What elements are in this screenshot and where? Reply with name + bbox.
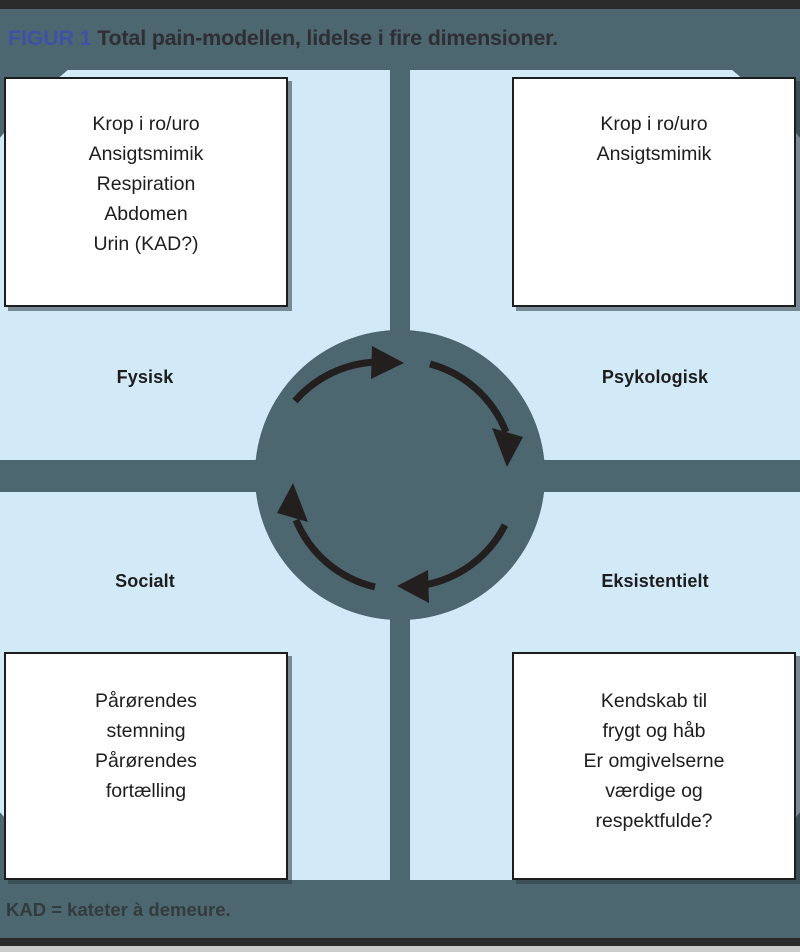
content-box-fysisk: Krop i ro/uro Ansigtsmimik Respiration A… xyxy=(4,77,288,307)
cycle-arrows xyxy=(292,358,510,591)
content-line: stemning xyxy=(106,720,186,742)
figure-number-label: FIGUR 1 xyxy=(8,26,92,50)
content-line: Abdomen xyxy=(104,203,188,225)
content-line: Urin (KAD?) xyxy=(93,233,199,255)
quadrant-label-fysisk: Fysisk xyxy=(116,367,174,387)
cycle-arrowhead-left xyxy=(277,483,308,522)
content-line: Krop i ro/uro xyxy=(600,113,708,135)
content-line: respektfulde? xyxy=(595,810,713,832)
content-line: Ansigtsmimik xyxy=(88,143,204,165)
quadrant-label-socialt: Socialt xyxy=(115,571,175,591)
top-divider-rule xyxy=(0,0,800,9)
quadrant-label-eksistentielt: Eksistentielt xyxy=(601,571,709,591)
content-line: Er omgivelserne xyxy=(583,750,725,772)
cycle-arrow-arc-4 xyxy=(292,518,376,591)
figure-title: FIGUR 1 Total pain-modellen, lidelse i f… xyxy=(8,26,558,51)
content-line: Ansigtsmimik xyxy=(596,143,712,165)
cycle-arrow-arc-3 xyxy=(423,523,509,589)
content-line: værdige og xyxy=(605,780,703,802)
bottom-divider-rule xyxy=(0,938,800,946)
cycle-arrowheads xyxy=(277,346,523,603)
cycle-arrowhead-right xyxy=(492,428,523,467)
total-pain-diagram xyxy=(0,70,800,880)
content-line: Pårørendes xyxy=(95,690,197,712)
cycle-arrowhead-bottom xyxy=(397,570,429,603)
content-line: Kendskab til xyxy=(600,690,708,712)
content-line: Respiration xyxy=(96,173,196,195)
content-line: Pårørendes xyxy=(95,750,197,772)
quadrant-label-psykologisk: Psykologisk xyxy=(601,367,709,387)
figure-title-text: Total pain-modellen, lidelse i fire dime… xyxy=(97,26,558,50)
content-box-eksistentielt: Kendskab til frygt og håb Er omgivelsern… xyxy=(512,652,796,880)
content-line: fortælling xyxy=(105,780,187,802)
figure-footnote: KAD = kateter à demeure. xyxy=(6,899,231,920)
content-box-socialt: Pårørendes stemning Pårørendes fortællin… xyxy=(4,652,288,880)
bottom-strip xyxy=(0,946,800,952)
cycle-arrow-arc-1 xyxy=(292,358,379,404)
cycle-arrowhead-top xyxy=(371,346,404,379)
content-line: frygt og håb xyxy=(602,720,706,742)
content-line: Krop i ro/uro xyxy=(92,113,200,135)
cycle-arrow-arc-2 xyxy=(429,360,510,434)
center-circle xyxy=(255,330,545,620)
content-box-psykologisk: Krop i ro/uro Ansigtsmimik xyxy=(512,77,796,307)
